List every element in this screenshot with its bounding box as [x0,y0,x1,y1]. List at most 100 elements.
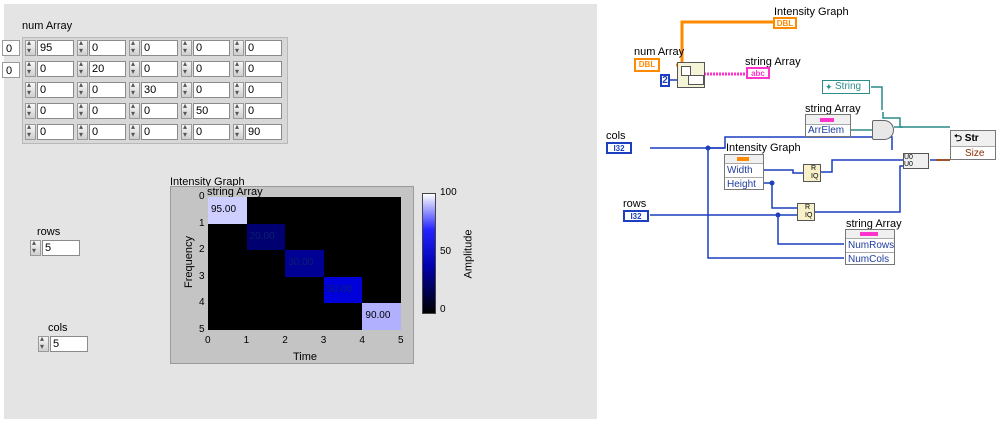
prop-numcols[interactable]: NumCols [846,252,894,266]
quotient-node-2[interactable]: R IQ [797,203,815,221]
num-array-cell[interactable]: 0 [76,122,126,141]
cell-spinner-icon[interactable] [25,59,36,77]
num-array-cell-value[interactable]: 0 [193,82,230,98]
colorbar[interactable] [422,193,436,314]
num-array-cell-value[interactable]: 0 [89,103,126,119]
number-to-string-node[interactable] [677,62,705,88]
num-array-cell[interactable]: 0 [128,38,178,57]
num-array-cell[interactable]: 0 [180,38,230,57]
num-array-cell[interactable]: 0 [232,59,282,78]
cols-spinner-icon[interactable] [38,334,49,352]
string-class-node[interactable]: ✦ String [822,80,870,94]
cell-spinner-icon[interactable] [233,38,244,56]
num-array-cell-value[interactable]: 0 [245,40,282,56]
num-array-row-index[interactable]: 0 [2,40,20,56]
bd-intensity-graph-terminal[interactable]: DBL [773,17,797,29]
quotient-node-1[interactable]: R IQ [803,164,821,182]
cell-spinner-icon[interactable] [233,101,244,119]
cell-spinner-icon[interactable] [25,38,36,56]
num-array-cell-value[interactable]: 0 [193,124,230,140]
string-array-property-node-2[interactable]: NumRows NumCols [845,229,895,265]
num-array-cell[interactable]: 0 [232,80,282,99]
cell-spinner-icon[interactable] [181,101,192,119]
num-array-cell-value[interactable]: 0 [89,124,126,140]
cols-input[interactable]: 5 [50,336,88,352]
cell-spinner-icon[interactable] [181,122,192,140]
num-array-cell[interactable]: 0 [180,122,230,141]
cell-spinner-icon[interactable] [181,80,192,98]
rows-control[interactable]: 5 [29,238,81,257]
num-array-cell-value[interactable]: 0 [245,103,282,119]
bd-cols-terminal[interactable]: I32 [606,142,632,154]
cell-spinner-icon[interactable] [77,38,88,56]
num-array-cell[interactable]: 0 [128,59,178,78]
num-array-cell-value[interactable]: 0 [245,82,282,98]
num-array-cell[interactable]: 0 [128,101,178,120]
num-array-cell-value[interactable]: 0 [245,61,282,77]
num-array-cell[interactable]: 0 [180,59,230,78]
prop-width[interactable]: Width [725,163,763,177]
num-array-cell[interactable]: 30 [128,80,178,99]
cell-spinner-icon[interactable] [77,122,88,140]
num-array-cell[interactable]: 0 [24,59,74,78]
cell-spinner-icon[interactable] [129,80,140,98]
num-array-cell[interactable]: 0 [76,38,126,57]
to-variant-node[interactable] [872,120,894,140]
num-array-cell-value[interactable]: 0 [37,124,74,140]
cell-spinner-icon[interactable] [233,59,244,77]
num-array-cell[interactable]: 0 [180,80,230,99]
prop-size[interactable]: Size [965,148,985,159]
cell-spinner-icon[interactable] [181,59,192,77]
string-size-property-node[interactable]: ⮌ Str Size [950,130,996,160]
bd-num-array-terminal[interactable]: DBL [634,58,660,72]
num-array-cell[interactable]: 0 [24,101,74,120]
cell-spinner-icon[interactable] [77,59,88,77]
cell-spinner-icon[interactable] [233,122,244,140]
num-array-cell-value[interactable]: 0 [89,82,126,98]
num-array-cell-value[interactable]: 0 [89,40,126,56]
num-array-cell[interactable]: 0 [24,80,74,99]
num-array-cell-value[interactable]: 0 [37,103,74,119]
bd-rows-terminal[interactable]: I32 [623,210,649,222]
bundle-node[interactable]: U0 U0 [903,153,929,169]
num-array-cell[interactable]: 95 [24,38,74,57]
num-array-cell[interactable]: 20 [76,59,126,78]
cell-spinner-icon[interactable] [77,80,88,98]
num-array-cell-value[interactable]: 0 [37,61,74,77]
num-array-cell-value[interactable]: 0 [193,40,230,56]
num-array-cell-value[interactable]: 0 [141,124,178,140]
graph-property-node[interactable]: Width Height [724,154,764,190]
precision-constant[interactable]: 2 [660,74,670,87]
num-array-cell-value[interactable]: 50 [193,103,230,119]
cell-spinner-icon[interactable] [129,38,140,56]
num-array-cell-value[interactable]: 20 [89,61,126,77]
rows-input[interactable]: 5 [42,240,80,256]
cell-spinner-icon[interactable] [25,80,36,98]
num-array-col-index[interactable]: 0 [2,62,20,78]
num-array-cell[interactable]: 0 [76,101,126,120]
prop-height[interactable]: Height [725,177,763,191]
num-array-cell[interactable]: 50 [180,101,230,120]
prop-arrelem[interactable]: ArrElem [808,125,845,136]
cell-spinner-icon[interactable] [129,122,140,140]
num-array-cell-value[interactable]: 0 [193,61,230,77]
num-array-cell-value[interactable]: 30 [141,82,178,98]
num-array-cell-value[interactable]: 95 [37,40,74,56]
num-array-cell-value[interactable]: 90 [245,124,282,140]
rows-spinner-icon[interactable] [30,238,41,256]
string-array-property-node[interactable]: ArrElem [805,114,851,137]
prop-numrows[interactable]: NumRows [846,238,895,251]
num-array-cell-value[interactable]: 0 [141,61,178,77]
cell-spinner-icon[interactable] [25,122,36,140]
num-array-cell[interactable]: 0 [24,122,74,141]
num-array-cell-value[interactable]: 0 [37,82,74,98]
cell-spinner-icon[interactable] [129,101,140,119]
num-array-cell[interactable]: 0 [232,38,282,57]
cell-spinner-icon[interactable] [77,101,88,119]
cell-spinner-icon[interactable] [181,38,192,56]
cell-spinner-icon[interactable] [25,101,36,119]
num-array-cell[interactable]: 90 [232,122,282,141]
cell-spinner-icon[interactable] [129,59,140,77]
bd-string-array-terminal[interactable]: abc [746,67,770,79]
